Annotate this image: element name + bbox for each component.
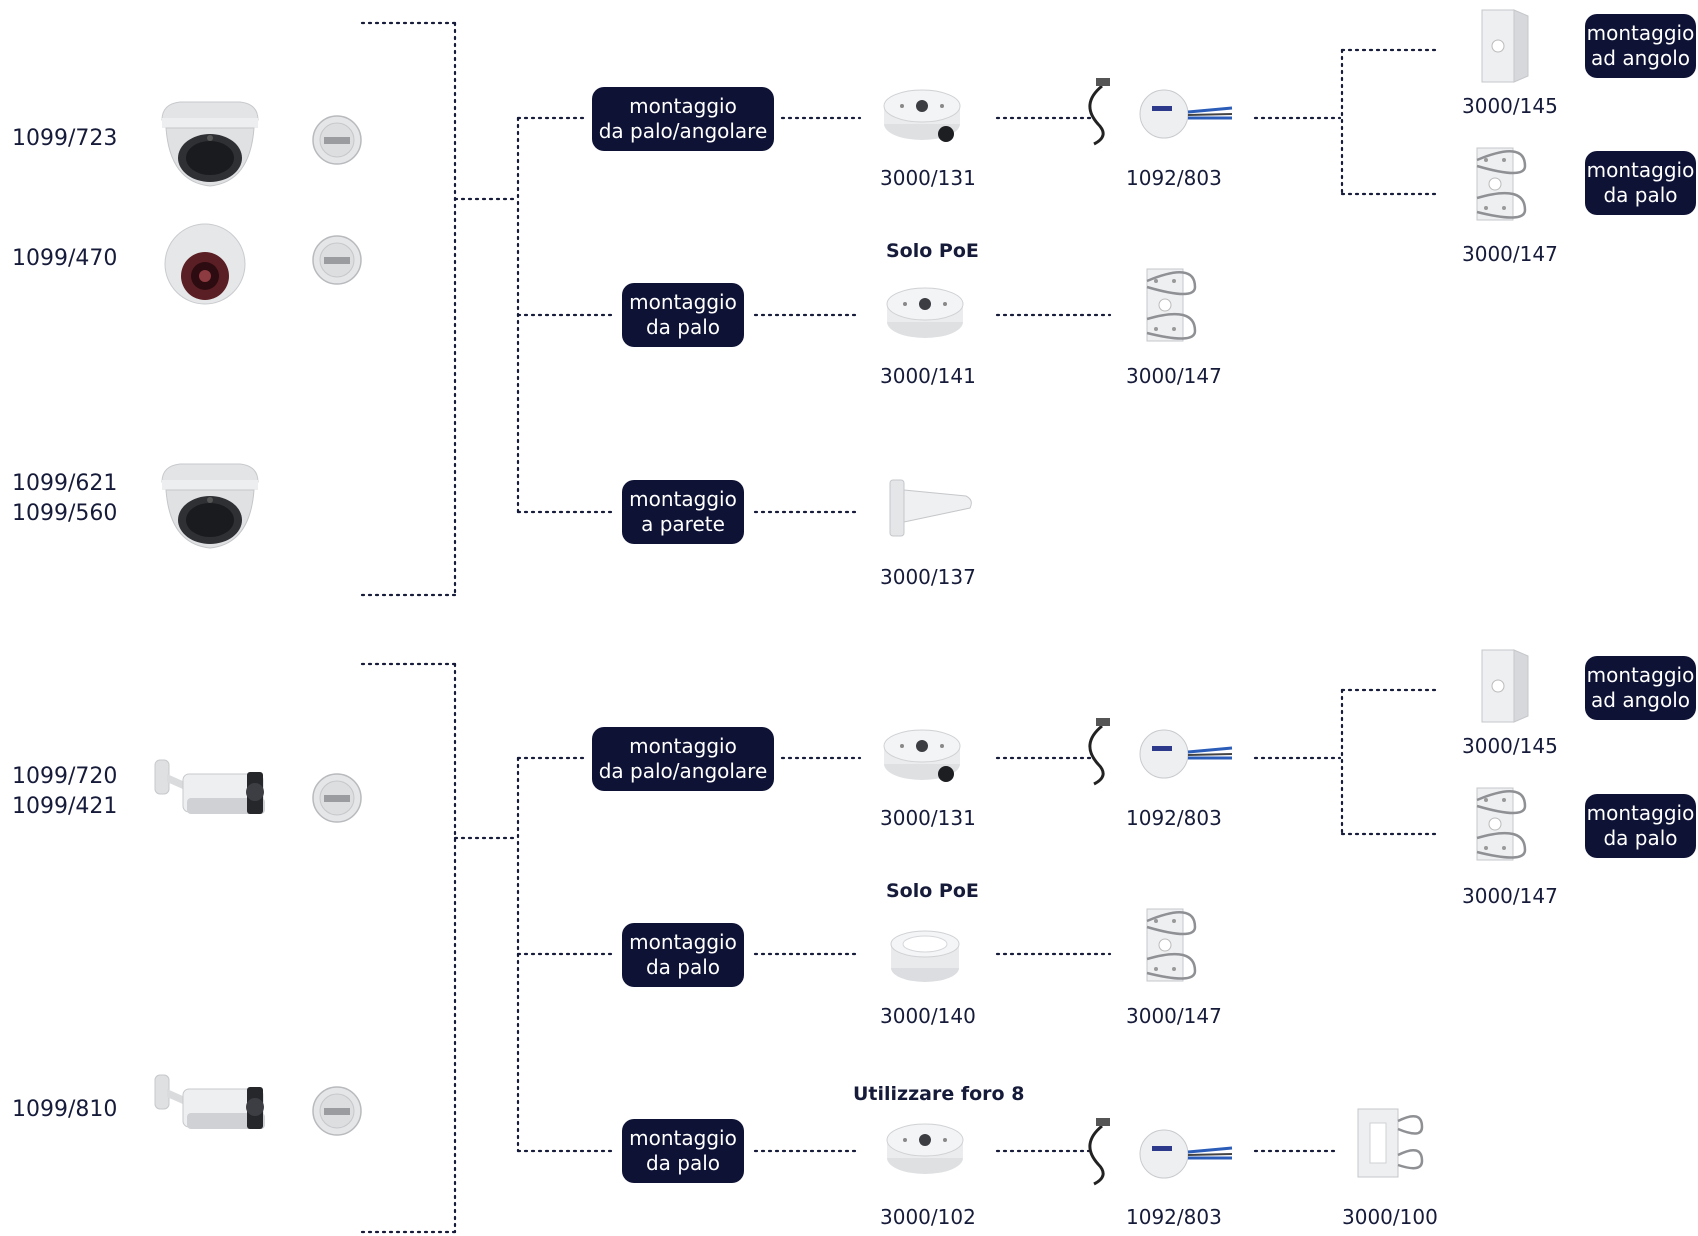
note-label: Solo PoE — [886, 240, 979, 262]
corner-bracket-icon — [1481, 9, 1529, 83]
junction-box-icon — [886, 287, 964, 339]
mount-type-pill: montaggio da palo — [1585, 794, 1696, 858]
product-code: 3000/141 — [880, 364, 976, 388]
pole-bracket-icon — [1475, 786, 1527, 862]
model-code: 1099/470 — [12, 246, 118, 271]
power-supply-icon — [1088, 76, 1234, 146]
mount-type-pill: montaggio da palo/angolare — [592, 727, 774, 791]
mount-type-pill: montaggio a parete — [622, 480, 744, 544]
mount-type-pill: montaggio da palo — [1585, 151, 1696, 215]
note-label: Solo PoE — [886, 880, 979, 902]
product-code: 3000/147 — [1462, 242, 1558, 266]
pole-bracket-large-icon — [1356, 1107, 1424, 1179]
model-code: 1099/421 — [12, 794, 118, 819]
mount-type-pill: montaggio ad angolo — [1585, 14, 1696, 78]
product-code: 3000/131 — [880, 166, 976, 190]
product-code: 1092/803 — [1126, 1205, 1222, 1229]
product-code: 3000/147 — [1462, 884, 1558, 908]
product-code: 3000/131 — [880, 806, 976, 830]
pole-bracket-icon — [1145, 267, 1197, 343]
power-supply-icon — [1088, 1116, 1234, 1186]
product-code: 3000/100 — [1342, 1205, 1438, 1229]
model-code: 1099/810 — [12, 1097, 118, 1122]
mount-type-pill: montaggio da palo — [622, 923, 744, 987]
junction-box-icon — [890, 930, 960, 983]
mount-type-pill: montaggio da palo — [622, 1119, 744, 1183]
model-code: 1099/621 — [12, 471, 118, 496]
model-code: 1099/720 — [12, 764, 118, 789]
product-code: 3000/145 — [1462, 94, 1558, 118]
group1-connectors — [360, 21, 1442, 597]
product-code: 3000/147 — [1126, 1004, 1222, 1028]
product-code: 3000/140 — [880, 1004, 976, 1028]
platinum-badge-icon — [312, 115, 362, 165]
turret-camera-icon — [164, 223, 246, 305]
dome-camera-icon — [161, 101, 259, 187]
pole-bracket-icon — [1145, 907, 1197, 983]
corner-bracket-icon — [1481, 649, 1529, 723]
pole-bracket-icon — [1475, 146, 1527, 222]
product-code: 3000/145 — [1462, 734, 1558, 758]
platinum-badge-icon — [312, 1086, 362, 1136]
bullet-camera-icon — [154, 759, 266, 815]
group2-connectors — [360, 662, 1442, 1234]
dome-camera-icon — [161, 463, 259, 549]
product-code: 3000/147 — [1126, 364, 1222, 388]
product-code: 3000/137 — [880, 565, 976, 589]
note-label: Utilizzare foro 8 — [853, 1083, 1025, 1105]
power-supply-icon — [1088, 716, 1234, 786]
mount-type-pill: montaggio ad angolo — [1585, 656, 1696, 720]
junction-box-icon — [884, 90, 960, 142]
platinum-badge-icon — [312, 773, 362, 823]
bullet-camera-icon — [154, 1074, 266, 1130]
mount-type-pill: montaggio da palo/angolare — [592, 87, 774, 151]
mount-type-pill: montaggio da palo — [622, 283, 744, 347]
platinum-badge-icon — [312, 235, 362, 285]
wall-bracket-icon — [889, 479, 972, 537]
model-code: 1099/560 — [12, 501, 118, 526]
product-code: 1092/803 — [1126, 166, 1222, 190]
product-code: 1092/803 — [1126, 806, 1222, 830]
model-code: 1099/723 — [12, 126, 118, 151]
junction-box-icon — [886, 1123, 964, 1175]
junction-box-icon — [884, 730, 960, 782]
product-code: 3000/102 — [880, 1205, 976, 1229]
